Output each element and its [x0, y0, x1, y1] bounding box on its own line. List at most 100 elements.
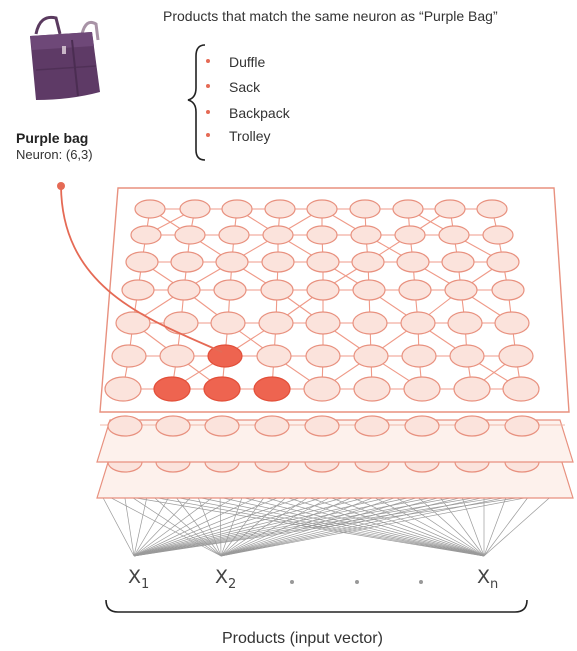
input-label-subscript: n	[490, 576, 499, 592]
layer-node	[454, 415, 490, 437]
connection-line	[363, 491, 485, 557]
input-label-base: X	[215, 566, 229, 588]
neuron-node	[163, 311, 199, 335]
connection-line	[123, 491, 485, 557]
neuron-node	[210, 311, 246, 335]
neuron-node	[449, 344, 485, 368]
input-brace	[105, 599, 528, 613]
connection-line	[133, 491, 365, 557]
neuron-node	[349, 199, 381, 219]
layer-node	[254, 415, 290, 437]
neuron-node	[353, 376, 391, 402]
matching-product-label: Trolley	[229, 128, 271, 144]
connection-line	[133, 491, 149, 557]
input-label: X1	[128, 566, 149, 592]
input-label-base: X	[128, 566, 142, 588]
bullet-icon	[206, 133, 210, 138]
neuron-node	[486, 251, 520, 273]
neuron-node	[170, 251, 204, 273]
highlighted-neuron	[153, 376, 191, 402]
connection-line	[133, 491, 437, 557]
connection-line	[435, 491, 485, 557]
connection-line	[133, 491, 389, 557]
neuron-node	[264, 199, 296, 219]
connection-line	[133, 491, 317, 557]
connection-line	[243, 491, 485, 557]
input-connections	[99, 491, 557, 557]
neuron-node	[115, 311, 151, 335]
neuron-node	[352, 279, 386, 301]
neuron-node	[453, 376, 491, 402]
neuron-node	[306, 225, 338, 245]
layer-node	[204, 415, 240, 437]
som-top-layer	[99, 187, 570, 413]
neuron-node	[350, 225, 382, 245]
connection-line	[133, 491, 293, 557]
neuron-node	[441, 251, 475, 273]
neuron-node	[130, 225, 162, 245]
neuron-node	[260, 279, 294, 301]
input-label-base: X	[477, 566, 491, 588]
connection-line	[219, 491, 485, 557]
bag-neuron-label: Neuron: (6,3)	[16, 147, 93, 162]
connection-line	[195, 491, 222, 557]
connection-line	[459, 491, 485, 557]
neuron-node	[125, 251, 159, 273]
neuron-node	[104, 376, 142, 402]
bullet-icon	[206, 84, 210, 89]
input-label-subscript: 2	[228, 576, 237, 592]
neuron-node	[218, 225, 250, 245]
neuron-node	[396, 251, 430, 273]
bullet-icon	[206, 110, 210, 115]
neuron-node	[498, 344, 534, 368]
ellipsis-dot	[355, 580, 359, 584]
diagram-heading: Products that match the same neuron as “…	[163, 8, 498, 24]
neuron-node	[476, 199, 508, 219]
bullet-icon	[206, 59, 210, 64]
connection-line	[171, 491, 222, 557]
connection-line	[220, 491, 341, 557]
connection-line	[99, 491, 222, 557]
connection-line	[99, 491, 135, 557]
layer-node	[504, 415, 540, 437]
neuron-node	[444, 279, 478, 301]
connection-line	[133, 491, 269, 557]
neuron-node	[306, 199, 338, 219]
matching-product-item: Duffle	[206, 54, 265, 70]
layer-node	[155, 415, 191, 437]
layer-node	[404, 415, 440, 437]
matching-product-label: Backpack	[229, 105, 290, 121]
neuron-node	[256, 344, 292, 368]
neuron-node	[434, 199, 466, 219]
neuron-node	[394, 225, 426, 245]
matching-product-item: Backpack	[206, 105, 290, 121]
connection-line	[387, 491, 485, 557]
neuron-node	[494, 311, 530, 335]
connection-line	[411, 491, 485, 557]
input-label: X2	[215, 566, 236, 592]
connection-line	[483, 491, 557, 557]
layer-node	[304, 415, 340, 437]
connection-line	[171, 491, 485, 557]
connection-line	[483, 491, 533, 557]
neuron-node	[400, 311, 436, 335]
neuron-node	[179, 199, 211, 219]
matching-product-item: Trolley	[206, 128, 271, 144]
neuron-node	[213, 279, 247, 301]
neuron-node	[352, 311, 388, 335]
neuron-node	[403, 376, 441, 402]
connection-line	[220, 491, 245, 557]
som-nodes	[104, 199, 540, 402]
layer-node	[107, 415, 143, 437]
connection-line	[133, 491, 485, 557]
connection-line	[291, 491, 485, 557]
connection-line	[133, 491, 461, 557]
neuron-node	[438, 225, 470, 245]
neuron-node	[134, 199, 166, 219]
bag-name: Purple bag	[16, 130, 89, 146]
middle-layer	[96, 415, 574, 463]
neuron-node	[351, 251, 385, 273]
input-vector-caption: Products (input vector)	[222, 630, 383, 647]
